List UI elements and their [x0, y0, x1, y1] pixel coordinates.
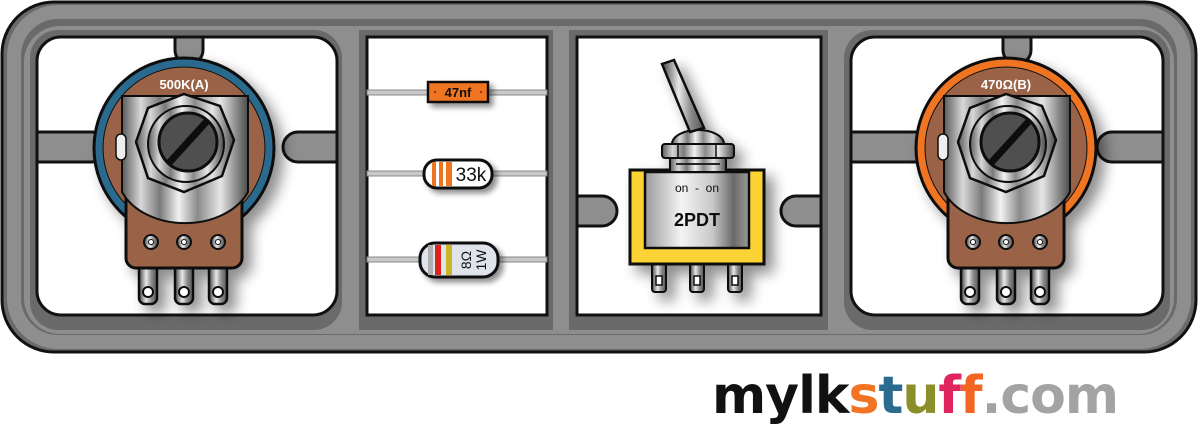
switch-positions-label: on - on: [675, 181, 719, 195]
logo-part: u: [902, 366, 939, 426]
resistor-8ohm-label-1: 8Ω: [458, 251, 474, 269]
site-logo[interactable]: mylkstuff.com: [712, 366, 1119, 426]
toggle-switch-2pdt[interactable]: on - on 2PDT: [628, 58, 766, 293]
resistor-8ohm-1w[interactable]: 8Ω 1W: [418, 241, 500, 279]
pot-right-label: 470Ω(B): [981, 77, 1031, 92]
switch-lugs: [651, 261, 743, 293]
potentiometer-left[interactable]: 500K(A): [92, 56, 276, 306]
resistor-33k[interactable]: 33k: [422, 158, 494, 190]
logo-part: f: [938, 366, 961, 426]
switch-lever[interactable]: [660, 58, 706, 134]
capacitor-47nf[interactable]: 47nf: [426, 80, 490, 104]
logo-part: f: [959, 366, 983, 426]
resistor-33k-label: 33k: [456, 165, 487, 186]
logo-part: .com: [981, 366, 1119, 426]
resistor-8ohm-label-2: 1W: [473, 249, 489, 271]
logo-part: mylk: [712, 366, 849, 426]
potentiometer-right[interactable]: 470Ω(B): [914, 56, 1098, 306]
switch-type-label: 2PDT: [674, 210, 720, 230]
sprue-gates: [35, 35, 1165, 263]
pot-lugs: [959, 260, 1051, 306]
pot-lugs: [137, 260, 229, 306]
logo-part: t: [878, 366, 903, 426]
logo-part: s: [848, 366, 880, 426]
pot-left-label: 500K(A): [159, 77, 208, 92]
capacitor-label: 47nf: [445, 85, 472, 100]
